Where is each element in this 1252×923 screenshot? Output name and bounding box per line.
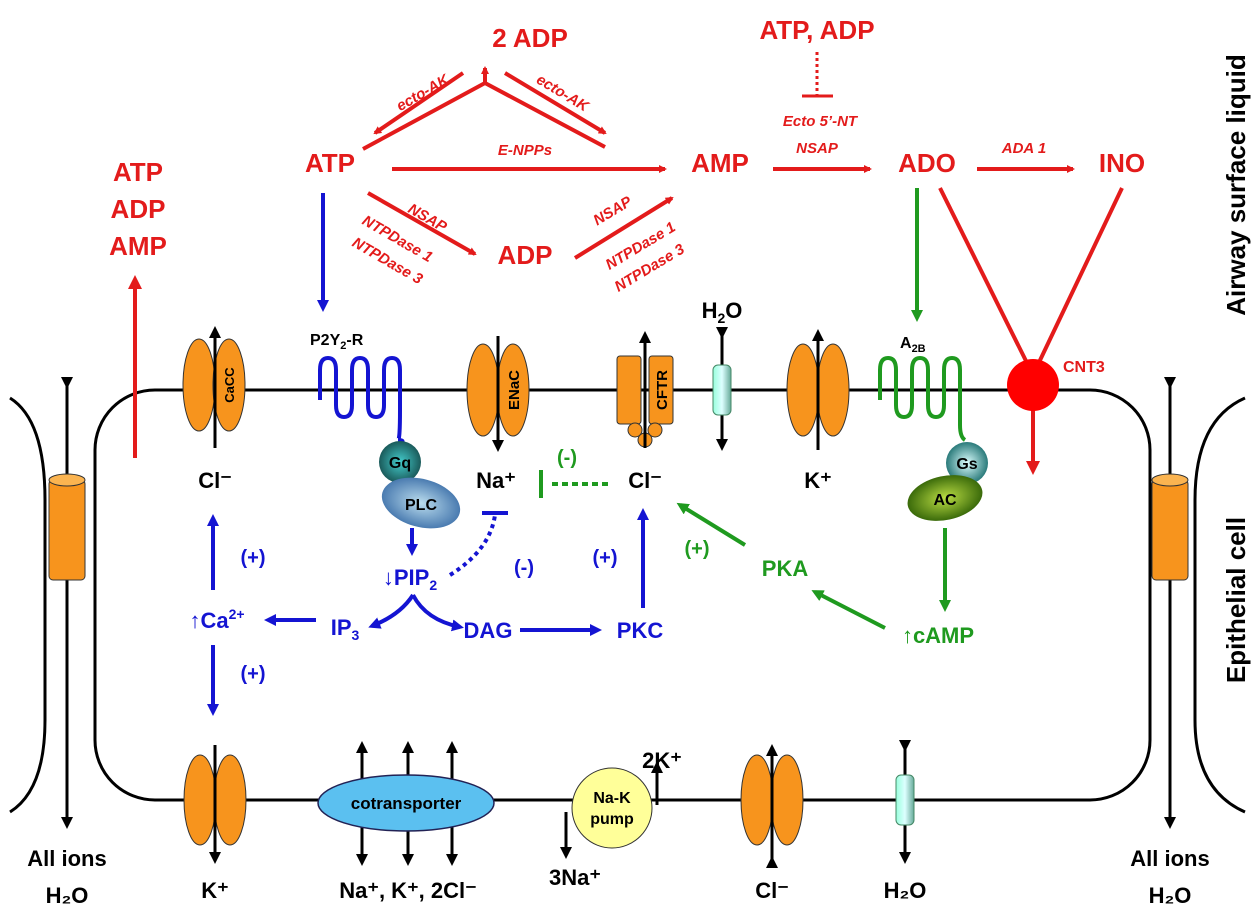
right-tight-junction <box>1151 377 1189 829</box>
plc-label: PLC <box>405 497 437 514</box>
nsap-label-1: NSAP <box>405 200 450 236</box>
pump-label-2: pump <box>590 811 634 828</box>
cell-membrane <box>93 388 1152 802</box>
nsap-label-3: NSAP <box>796 140 839 157</box>
ecto-ak-left: ecto-AK <box>394 71 453 115</box>
gq-protein <box>379 441 421 483</box>
ino-to-cnt3-line <box>1031 187 1124 376</box>
two-adp: 2 ADP <box>492 23 568 53</box>
k-apical: K⁺ <box>804 468 832 493</box>
airway-surface-liquid-label: Airway surface liquid <box>1221 54 1251 316</box>
adp: ADP <box>498 240 553 270</box>
gs-protein <box>946 442 988 484</box>
released-atp: ATP <box>113 157 163 187</box>
three-na: 3Na⁺ <box>549 865 601 890</box>
ecto-ak-arrow-left <box>373 71 465 135</box>
basolateral-cl-channel <box>740 744 804 868</box>
gs-label: Gs <box>956 456 977 473</box>
k-basolateral: K⁺ <box>201 878 229 903</box>
ado-to-cnt3-line <box>938 187 1035 376</box>
pkc: PKC <box>617 618 664 643</box>
cacc-label: CaCC <box>222 367 237 403</box>
cl-basolateral: Cl⁻ <box>755 878 789 903</box>
basolateral-k-channel <box>183 745 247 864</box>
enac-channel: ENaC <box>466 336 530 452</box>
atp: ATP <box>305 148 355 178</box>
pka: PKA <box>762 556 809 581</box>
ado: ADO <box>898 148 956 178</box>
cnt3-transporter <box>1007 359 1059 411</box>
cl-cftr: Cl⁻ <box>628 468 662 493</box>
h2o-apical-label: H2O <box>702 298 743 326</box>
cotransporter: cotransporter <box>317 741 495 866</box>
basolateral-aquaporin <box>895 740 915 864</box>
plus-pka: (+) <box>685 538 710 560</box>
cl-cacc: Cl⁻ <box>198 468 232 493</box>
plus-pkc: (+) <box>593 547 618 569</box>
two-k: 2K⁺ <box>642 748 682 773</box>
plus-ca-up: (+) <box>241 547 266 569</box>
left-neighbor-cell <box>9 396 47 814</box>
amp: AMP <box>691 148 749 178</box>
minus-blue: (-) <box>514 557 534 579</box>
dag: DAG <box>464 618 513 643</box>
p2y2-receptor <box>318 355 407 456</box>
na-ion: Na⁺ <box>476 468 516 493</box>
ac-label: AC <box>933 492 957 509</box>
e-npps-label: E-NPPs <box>498 142 552 159</box>
apical-aquaporin <box>712 327 732 451</box>
gq-label: Gq <box>389 455 411 472</box>
atp-adp-inhibitors: ATP, ADP <box>759 15 874 45</box>
atp-to-adp-arrow <box>367 191 477 256</box>
camp: ↑cAMP <box>902 623 974 648</box>
cnt3-label: CNT3 <box>1063 359 1105 376</box>
na-k-pump: Na-K pump <box>560 761 663 859</box>
ada1-label: ADA 1 <box>1001 140 1046 157</box>
right-all-ions: All ions <box>1130 846 1209 871</box>
ac-enzyme <box>907 475 983 521</box>
released-adp: ADP <box>111 194 166 224</box>
pip2: ↓PIP2 <box>383 565 437 593</box>
adp-to-amp-arrow <box>573 196 674 260</box>
left-all-ions: All ions <box>27 846 106 871</box>
plc-enzyme <box>381 477 461 529</box>
h2o-basolateral: H₂O <box>884 878 927 903</box>
ecto-5nt-label: Ecto 5’-NT <box>783 113 859 130</box>
calcium: ↑Ca2+ <box>189 606 244 633</box>
cftr-channel: CFTR <box>616 331 674 448</box>
left-h2o: H₂O <box>46 883 89 908</box>
enac-label: ENaC <box>506 370 523 410</box>
pip2-to-ip3-arrow <box>368 593 415 629</box>
released-amp: AMP <box>109 231 167 261</box>
pka-to-cftr-arrow <box>676 502 747 547</box>
cotransporter-label: cotransporter <box>351 794 462 813</box>
ip3: IP3 <box>331 615 360 643</box>
a2b-receptor <box>878 355 967 442</box>
ecto-ak-arrow-right <box>503 71 607 135</box>
pip2-to-dag-arrow <box>411 594 464 632</box>
apical-k-channel <box>786 329 850 450</box>
right-neighbor-cell <box>1193 396 1246 814</box>
camp-to-pka-arrow <box>811 590 886 630</box>
plus-ca-down: (+) <box>241 663 266 685</box>
right-h2o: H₂O <box>1149 883 1192 908</box>
minus-green: (-) <box>557 447 577 469</box>
left-tight-junction <box>48 377 86 829</box>
cftr-label: CFTR <box>654 370 671 410</box>
cotransporter-ions: Na⁺, K⁺, 2Cl⁻ <box>339 878 477 903</box>
ino: INO <box>1099 148 1145 178</box>
a2b-label: A2B <box>900 335 926 355</box>
pip2-inhibits-enac-line <box>448 514 497 577</box>
pump-label-1: Na-K <box>593 790 631 807</box>
epithelial-cell-label: Epithelial cell <box>1221 517 1251 683</box>
cacc-channel: CaCC <box>182 326 246 448</box>
p2y2r-label: P2Y2-R <box>310 332 364 352</box>
